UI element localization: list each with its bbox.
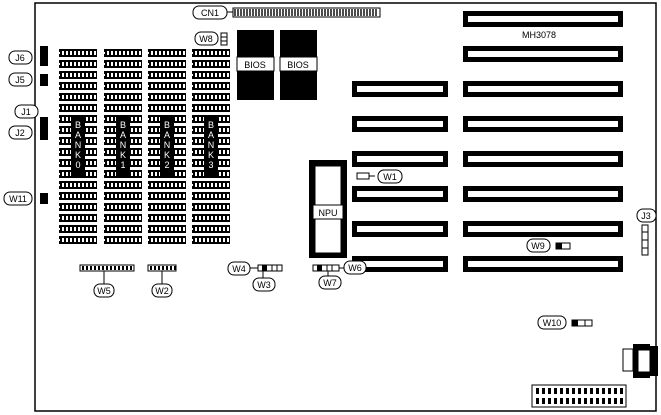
w9-jumper: W9 xyxy=(526,238,571,253)
w10-label: W10 xyxy=(543,318,562,328)
j3-jumper: J3 xyxy=(636,208,657,256)
w7-label: W7 xyxy=(323,278,337,288)
j6-jumper: J6 xyxy=(8,46,48,66)
long-slot xyxy=(463,221,623,237)
j2-jumper: J2 xyxy=(8,125,48,140)
w2-label: W2 xyxy=(155,286,169,296)
long-slot xyxy=(463,151,623,167)
cn1-label: CN1 xyxy=(201,8,219,18)
long-slot xyxy=(463,116,623,132)
long-slot xyxy=(463,186,623,202)
bios-chip-2: BIOS xyxy=(279,30,318,100)
w4-w3-jumper: W4 W3 xyxy=(227,261,283,292)
w4-label: W4 xyxy=(232,264,246,274)
long-slot xyxy=(463,81,623,97)
long-slot xyxy=(463,46,623,62)
board-model-label: MH3078 xyxy=(522,30,556,40)
bios-label-1: BIOS xyxy=(244,60,266,70)
w10-jumper: W10 xyxy=(537,315,593,330)
w2-jumper: W2 xyxy=(147,264,177,298)
w3-label: W3 xyxy=(257,280,271,290)
short-slot xyxy=(352,186,448,202)
npu-label: NPU xyxy=(318,208,337,218)
w5-label: W5 xyxy=(97,286,111,296)
j6-label: J6 xyxy=(15,53,25,63)
short-slot xyxy=(352,221,448,237)
w5-jumper: W5 xyxy=(79,264,135,298)
w6-label: W6 xyxy=(348,263,362,273)
w7-w6-jumper: W6 W7 xyxy=(312,260,367,290)
npu-socket: NPU xyxy=(309,160,347,258)
w11-jumper: W11 xyxy=(3,191,48,206)
w1-jumper: W1 xyxy=(356,169,403,184)
w11-label: W11 xyxy=(9,194,27,204)
j5-label: J5 xyxy=(15,75,25,85)
long-slot xyxy=(463,11,623,27)
long-slot xyxy=(463,256,623,272)
short-slot xyxy=(352,256,448,272)
w8-jumper: W8 xyxy=(194,31,228,46)
w9-label: W9 xyxy=(531,241,545,251)
keyboard-connector xyxy=(622,344,658,378)
short-slot xyxy=(352,81,448,97)
j3-label: J3 xyxy=(641,211,651,221)
cn1-connector: CN1 xyxy=(192,5,381,20)
j1-label: J1 xyxy=(21,107,31,117)
short-slot xyxy=(352,151,448,167)
bios-chip-1: BIOS xyxy=(236,30,275,100)
short-slot xyxy=(352,116,448,132)
j2-label: J2 xyxy=(15,128,25,138)
j1-jumper: J1 xyxy=(14,104,48,129)
expansion-slots xyxy=(352,11,623,272)
cn1-pins xyxy=(234,9,377,16)
j5-jumper: J5 xyxy=(8,72,48,87)
bottom-connector xyxy=(531,384,627,408)
w1-label: W1 xyxy=(383,172,397,182)
w8-label: W8 xyxy=(199,34,213,44)
bios-label-2: BIOS xyxy=(287,60,309,70)
